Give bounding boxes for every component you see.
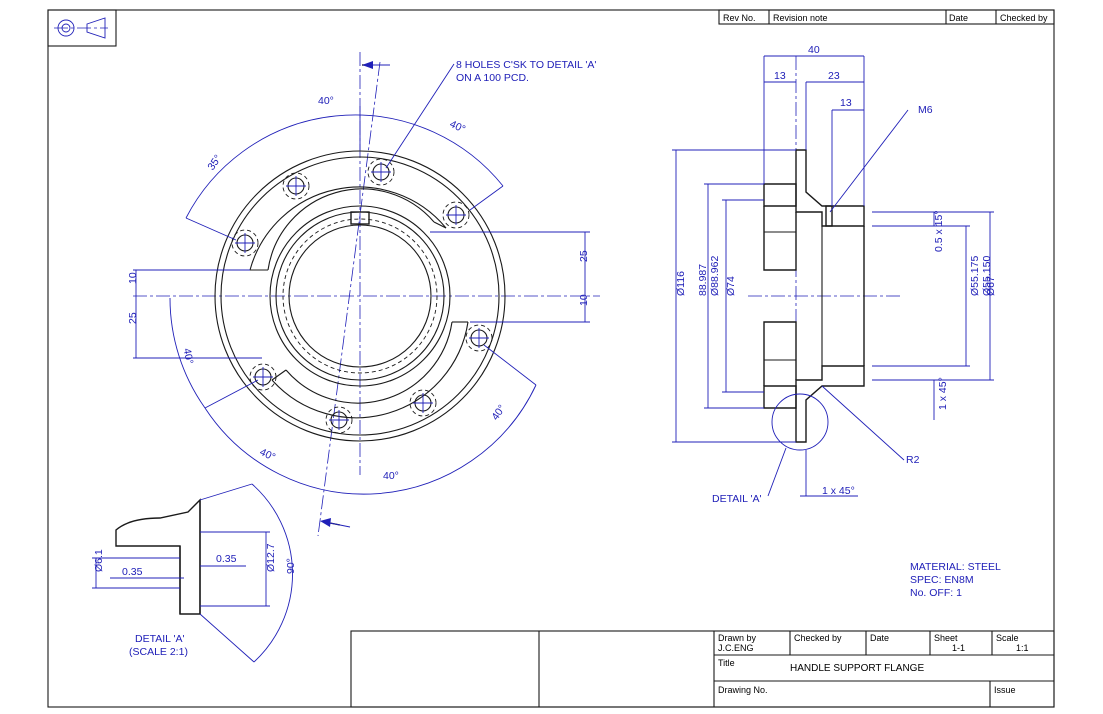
dim-40: 40	[808, 44, 820, 56]
angle-dim: 40°	[383, 470, 399, 482]
bolt-hole	[325, 406, 353, 434]
dim-035-b: 0.35	[216, 553, 237, 565]
chamfer-1x45-a: 1 x 45°	[937, 377, 949, 410]
revision-table: Rev No. Revision note Date Checked by	[718, 9, 1055, 25]
drawing-no-label: Drawing No.	[718, 685, 768, 695]
issue-label: Issue	[994, 685, 1016, 695]
holes-note-line2: ON A 100 PCD.	[456, 72, 529, 84]
dim-right-25: 25	[578, 250, 590, 262]
drawing-title: HANDLE SUPPORT FLANGE	[790, 663, 924, 674]
angle-dim: 40°	[258, 446, 277, 464]
bolt-hole	[249, 363, 277, 391]
revision-note-header: Revision note	[773, 13, 828, 23]
dim-dia116: Ø116	[675, 271, 687, 296]
title-label: Title	[718, 658, 735, 668]
detail-a-title: DETAIL 'A'	[135, 633, 185, 645]
front-view: 40° 40° 35° 40° 40° 40° 40° 10 25 25 10 …	[127, 52, 600, 537]
dim-left-25: 25	[127, 312, 139, 324]
dim-dia88-lower: Ø88.962	[709, 256, 721, 296]
quantity-line: No. OFF: 1	[910, 587, 962, 599]
third-angle-projection-icon	[47, 9, 117, 47]
dim-dia74: Ø74	[725, 276, 737, 296]
bolt-hole	[367, 158, 395, 186]
sheet-value: 1-1	[952, 643, 965, 653]
material-line: MATERIAL: STEEL	[910, 561, 1001, 573]
chamfer-05x15: 0.5 x 15°	[933, 210, 945, 252]
dim-dia67: Ø67	[985, 276, 997, 296]
dim-dia88-upper: 88.987	[697, 264, 709, 296]
dim-right-10: 10	[578, 294, 590, 306]
drawn-by-value: J.C.ENG	[718, 643, 754, 653]
drawn-by-label: Drawn by	[718, 633, 757, 643]
dim-dia127: Ø12.7	[265, 543, 277, 572]
angle-dim: 40°	[489, 403, 508, 423]
r2-label: R2	[906, 454, 920, 466]
bolt-hole	[442, 201, 470, 229]
rev-no-header: Rev No.	[723, 13, 756, 23]
chamfer-1x45-b: 1 x 45°	[822, 485, 855, 497]
sheet-label: Sheet	[934, 633, 958, 643]
bolt-hole	[465, 324, 493, 352]
checked-by-label: Checked by	[794, 633, 842, 643]
dim-13b: 13	[840, 97, 852, 109]
scale-value: 1:1	[1016, 643, 1029, 653]
detail-a-view: 90° Ø6.1 0.35 0.35 Ø12.7 DETAIL 'A' (SCA…	[92, 483, 297, 663]
material-notes: MATERIAL: STEEL SPEC: EN8M No. OFF: 1	[910, 561, 1001, 599]
sheet-border	[47, 9, 1055, 708]
date-header: Date	[949, 13, 968, 23]
dim-left-10: 10	[127, 272, 139, 284]
date-label: Date	[870, 633, 889, 643]
detail-a-ref: DETAIL 'A'	[712, 493, 762, 505]
bolt-hole	[282, 172, 310, 200]
dim-dia61: Ø6.1	[93, 549, 105, 572]
title-block: Drawn by J.C.ENG Checked by Date Sheet 1…	[350, 630, 1055, 708]
dim-23: 23	[828, 70, 840, 82]
dim-13a: 13	[774, 70, 786, 82]
angle-dim: 40°	[448, 118, 467, 136]
angle-90: 90°	[285, 558, 297, 574]
dim-035-a: 0.35	[122, 566, 143, 578]
checked-by-header: Checked by	[1000, 13, 1048, 23]
holes-note-line1: 8 HOLES C'SK TO DETAIL 'A'	[456, 59, 596, 71]
dim-dia55-upper: Ø55.175	[969, 256, 981, 296]
section-view: 40 13 23 13 M6 Ø116 88.987 Ø88.962 Ø74 Ø…	[672, 44, 997, 505]
bolt-hole	[231, 229, 259, 257]
scale-label: Scale	[996, 633, 1019, 643]
angle-dim: 40°	[318, 95, 334, 107]
detail-a-scale: (SCALE 2:1)	[129, 646, 188, 658]
spec-line: SPEC: EN8M	[910, 574, 974, 586]
m6-label: M6	[918, 104, 933, 116]
bolt-hole	[409, 389, 437, 417]
angle-dim: 40°	[181, 347, 196, 365]
